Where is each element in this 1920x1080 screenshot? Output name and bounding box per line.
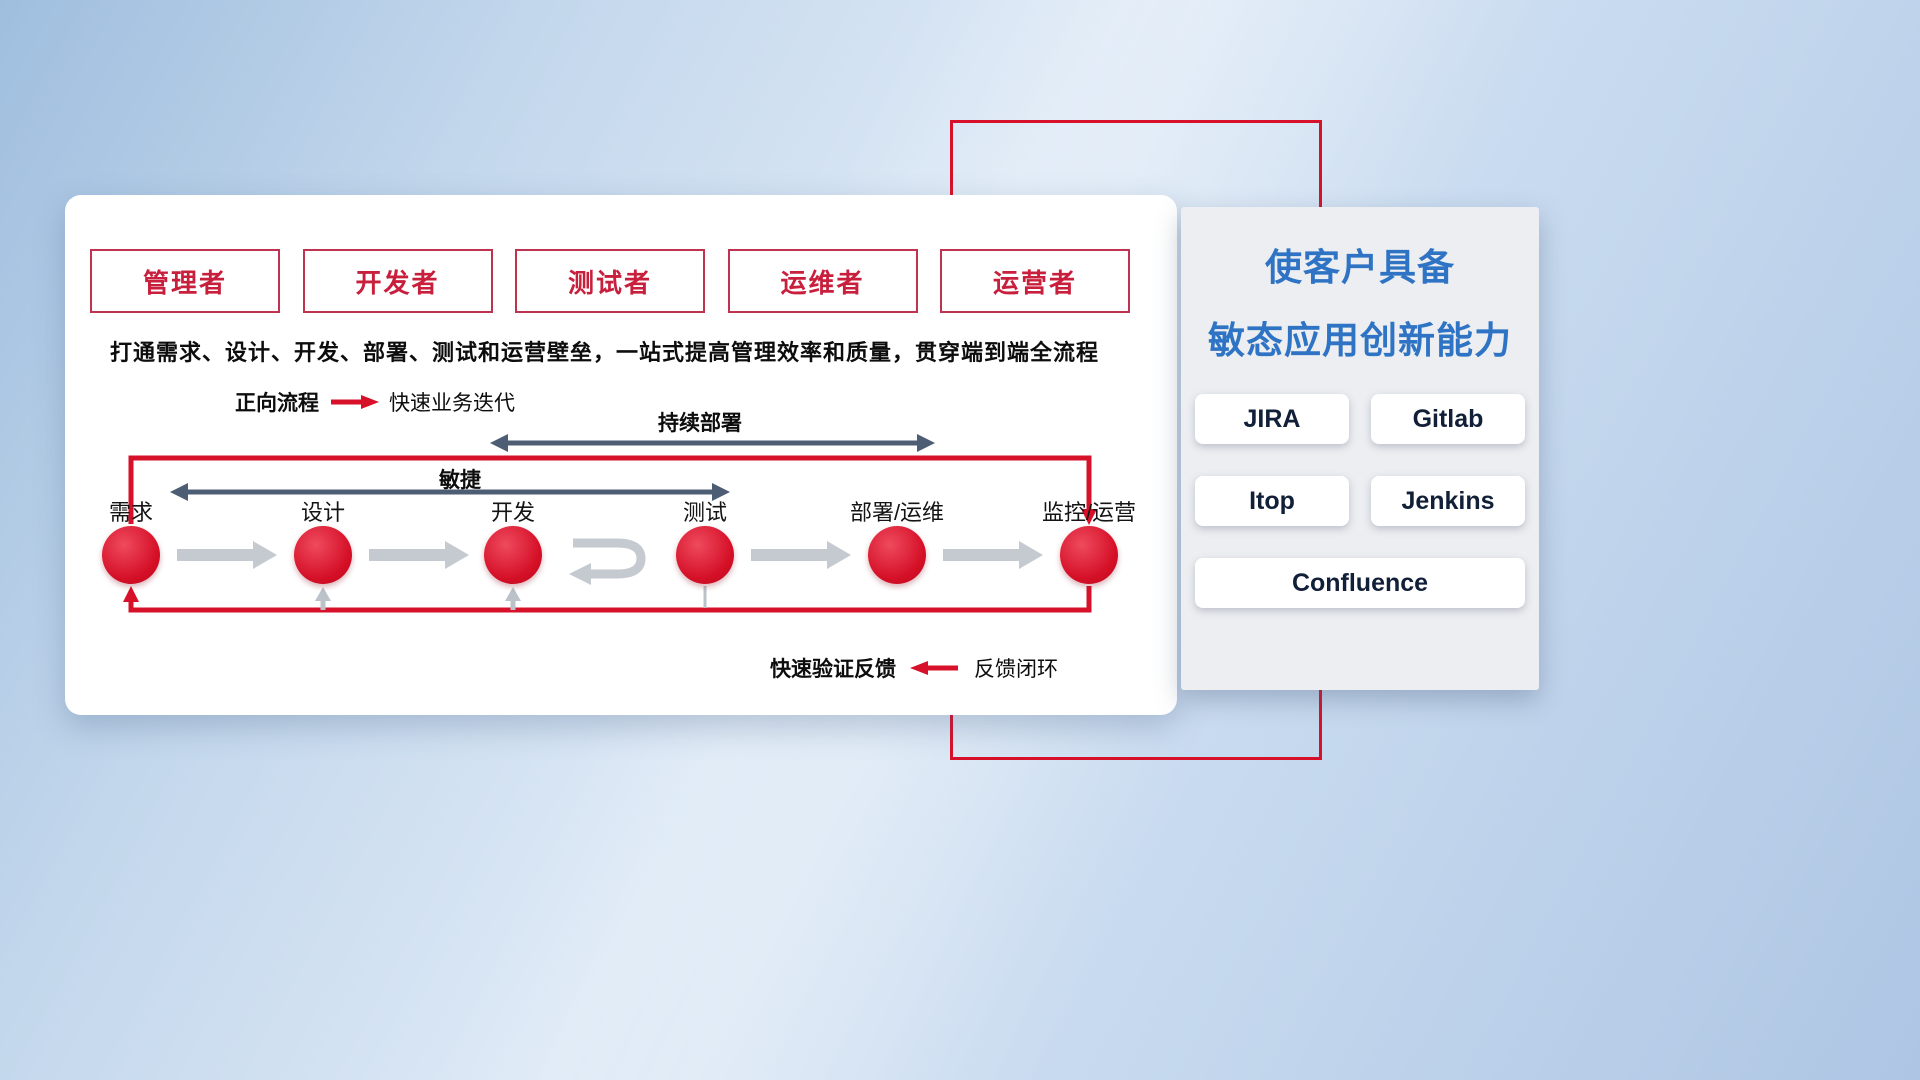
role-box-tester: 测试者 [515,249,705,313]
stage-label: 开发 [490,500,535,525]
span-label-continuous-deploy: 持续部署 [658,412,742,435]
legend-forward-value: 快速业务迭代 [389,392,515,415]
card-subtitle: 打通需求、设计、开发、部署、测试和运营壁垒，一站式提高管理效率和质量，贯穿端到端… [110,340,1100,365]
role-box-manager: 管理者 [90,249,280,313]
stage-node [1060,526,1118,584]
stage-node [676,526,734,584]
legend-feedback-label: 快速验证反馈 [770,658,896,681]
stage-label: 测试 [682,500,727,525]
feedback-loop-line [123,455,1097,613]
forward-arrow-icon [331,395,379,409]
feedback-arrow-icon [910,661,958,675]
stage-node [294,526,352,584]
tools-grid: JIRA Gitlab Itop Jenkins Confluence [1195,394,1525,608]
stage-label: 监控/运营 [1041,500,1137,525]
role-label: 开发者 [355,267,440,298]
role-label: 测试者 [567,267,652,298]
cd-span-arrow [490,434,935,452]
legend-forward-label: 正向流程 [235,392,319,415]
feedback-feeder-arrows [315,586,707,610]
iteration-loop-icon [569,538,646,585]
agile-span-arrow [170,483,730,501]
flow-diagram: 需求 设计 开发 测试 部署/运维 监控/运营 持续部署 敏捷 [65,405,1177,655]
stage-label: 需求 [108,500,153,525]
tool-button-gitlab[interactable]: Gitlab [1371,394,1525,444]
role-label: 管理者 [142,267,227,298]
stage-node [868,526,926,584]
legend-forward: 正向流程 快速业务迭代 [235,387,515,417]
tool-button-jenkins[interactable]: Jenkins [1371,476,1525,526]
stage-node [102,526,160,584]
legend-feedback: 快速验证反馈 反馈闭环 [770,653,1058,683]
capability-panel: 使客户具备 敏态应用创新能力 JIRA Gitlab Itop Jenkins … [1181,207,1539,690]
stage-flow-arrows [177,541,1043,569]
stage-label: 部署/运维 [849,500,945,525]
role-label: 运维者 [780,267,865,298]
role-box-ops: 运维者 [727,249,918,313]
legend-feedback-value: 反馈闭环 [974,658,1058,681]
span-label-agile: 敏捷 [439,469,481,492]
tool-button-jira[interactable]: JIRA [1195,394,1349,444]
role-label: 运营者 [992,267,1077,298]
flow-arrows [123,434,1097,613]
stage-node [484,526,542,584]
tool-button-itop[interactable]: Itop [1195,476,1349,526]
panel-title-line2: 敏态应用创新能力 [1208,320,1512,361]
role-box-developer: 开发者 [302,249,493,313]
panel-title-line1: 使客户具备 [1265,247,1455,288]
tool-button-confluence[interactable]: Confluence [1195,558,1525,608]
role-box-operator: 运营者 [940,249,1130,313]
roles-row: 管理者 开发者 测试者 运维者 运营者 [90,249,1130,313]
devops-flow-card: 管理者 开发者 测试者 运维者 运营者 打通需求、设计、开发、部署、测试和运营壁… [65,195,1177,715]
stage-label: 设计 [300,500,345,525]
